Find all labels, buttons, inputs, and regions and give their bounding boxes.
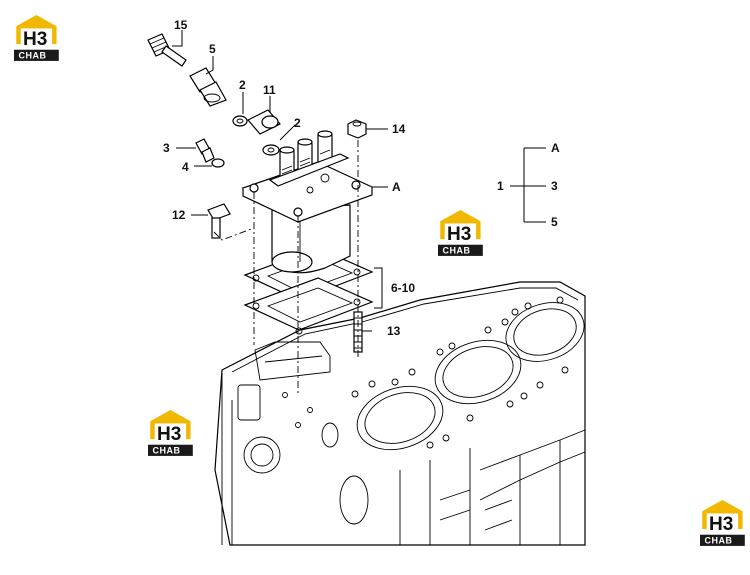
callout-2-upper: 2 <box>239 78 246 92</box>
callout-3: 3 <box>163 141 170 155</box>
small-parts <box>147 33 367 239</box>
watermark-logo-top-left <box>14 15 59 61</box>
legend-item-A: A <box>551 141 560 155</box>
injection-pump <box>241 130 374 274</box>
legend-root-1: 1 <box>497 179 504 193</box>
callout-A: A <box>392 180 401 194</box>
assembly-centerlines <box>213 140 359 395</box>
engine-block <box>214 281 586 546</box>
callout-2-lower: 2 <box>294 116 301 130</box>
callout-leaders <box>172 30 546 332</box>
watermark-logo-left <box>148 410 193 456</box>
callout-13: 13 <box>387 324 401 338</box>
callout-5: 5 <box>209 42 216 56</box>
watermark-logo-bottom-right <box>700 500 745 546</box>
watermark-logo-center <box>438 210 483 256</box>
callout-6-10: 6-10 <box>391 281 415 295</box>
callout-14: 14 <box>392 122 406 136</box>
callout-4: 4 <box>182 160 189 174</box>
callout-12: 12 <box>172 208 186 222</box>
callout-labels: 15 5 2 11 2 3 4 14 A 12 6-10 13 1 A 3 5 <box>163 18 560 338</box>
legend-item-5: 5 <box>551 215 558 229</box>
callout-15: 15 <box>174 18 188 32</box>
legend-item-3: 3 <box>551 179 558 193</box>
callout-11: 11 <box>263 83 276 97</box>
